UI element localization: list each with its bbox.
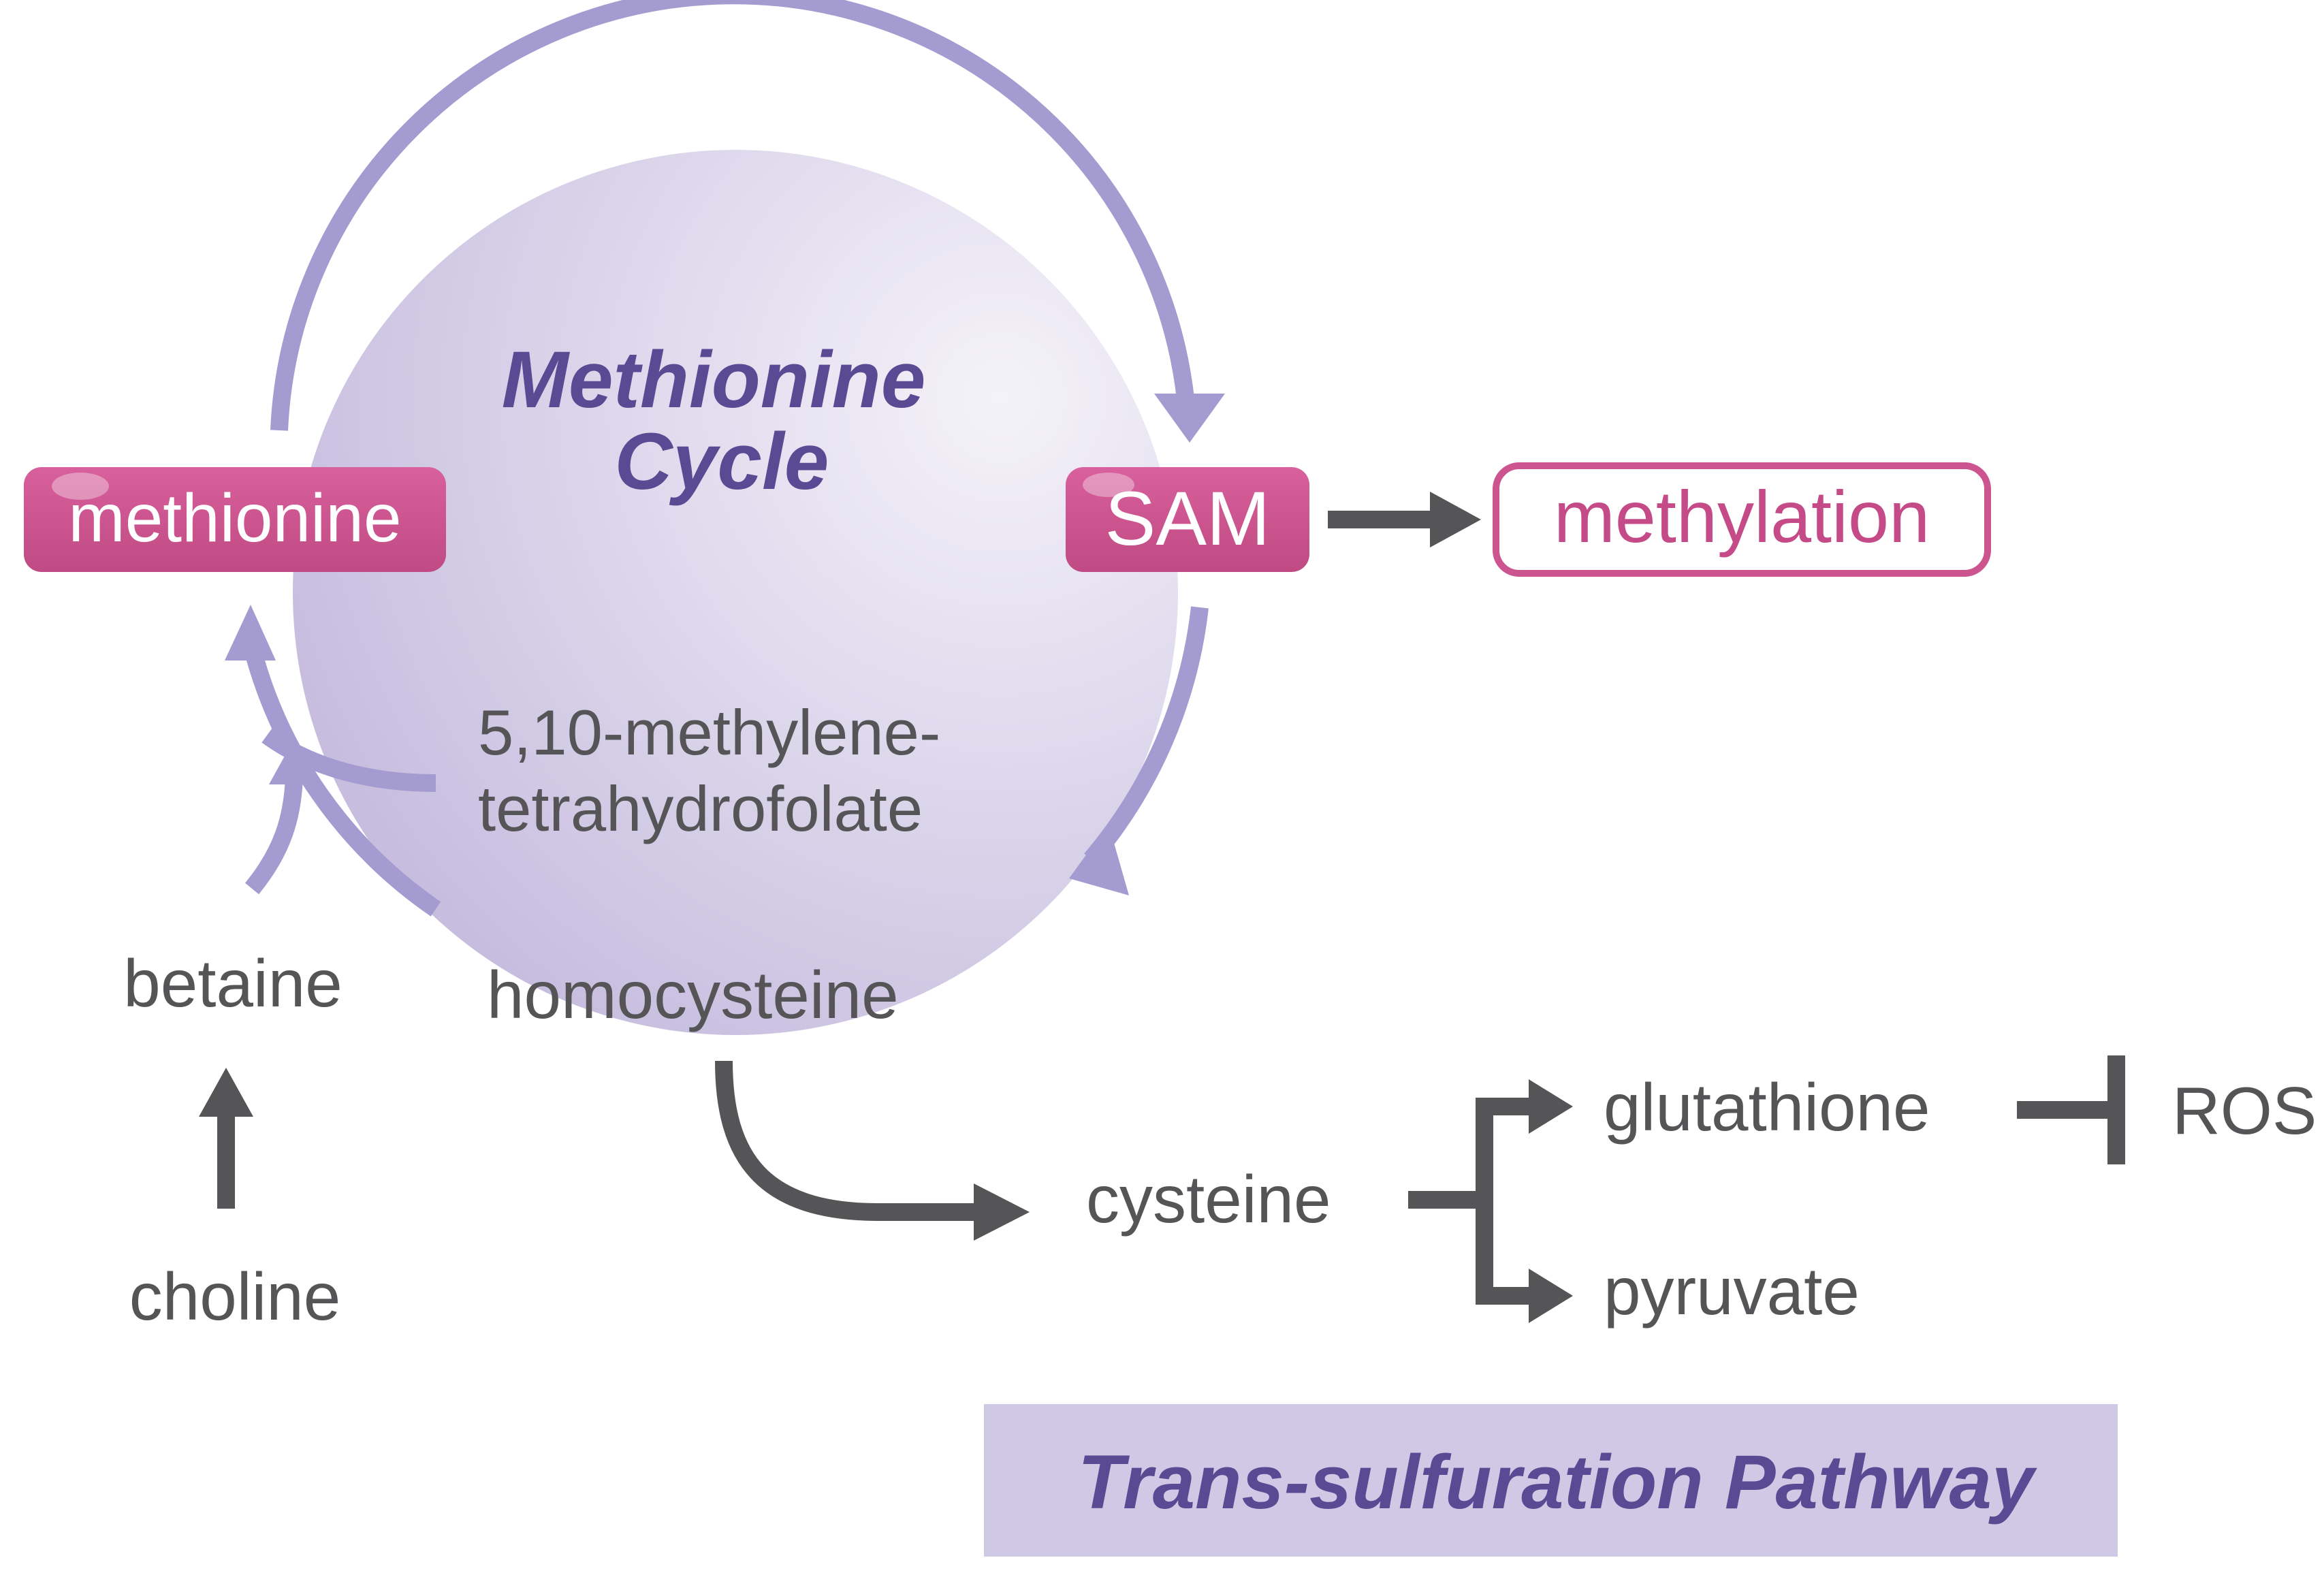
arrow-choline-to-betaine-icon [199, 1068, 253, 1117]
methylation-box: methylation [1493, 462, 1991, 577]
mthf-label-line2: tetrahydrofolate [478, 773, 923, 844]
arrow-to-cysteine-icon [974, 1183, 1030, 1241]
arc-methionine-to-sam [270, 0, 1194, 431]
cycle-title-line1: Methionine [502, 335, 926, 425]
cycle-disc [293, 150, 1178, 1035]
methionine-pill: methionine [24, 467, 446, 572]
cycle-title-line2: Cycle [615, 417, 829, 507]
arc-mthf-to-methionine [261, 728, 436, 792]
pyruvate-label: pyruvate [1604, 1254, 1860, 1329]
transsulfuration-banner: Trans-sulfuration Pathway [984, 1404, 2118, 1557]
choline-label: choline [129, 1259, 341, 1334]
arc-betaine-to-methionine [244, 776, 303, 895]
arrowhead-to-homocysteine-icon [1069, 824, 1129, 895]
betaine-label: betaine [123, 946, 343, 1021]
methylation-label: methylation [1554, 475, 1930, 558]
glutathione-label: glutathione [1604, 1070, 1930, 1145]
arrow-to-pyruvate-icon [1529, 1269, 1573, 1323]
arrowhead-betaine-branch-icon [269, 739, 320, 784]
arc-sam-to-homocysteine [1084, 606, 1209, 865]
mthf-label-line1: 5,10-methylene- [478, 697, 940, 768]
arrowhead-to-methionine-icon [225, 605, 276, 661]
arrowhead-to-sam-icon [1154, 394, 1225, 443]
arrow-sam-to-methylation-icon [1430, 492, 1481, 547]
homocysteine-label: homocysteine [487, 957, 899, 1032]
arrow-to-glutathione-icon [1529, 1079, 1573, 1134]
methionine-label: methionine [68, 480, 401, 556]
cysteine-label: cysteine [1086, 1162, 1331, 1237]
sam-label: SAM [1105, 476, 1271, 561]
sam-pill: SAM [1066, 467, 1309, 572]
ros-label: ROS [2172, 1073, 2317, 1148]
transsulfuration-title: Trans-sulfuration Pathway [1078, 1439, 2037, 1525]
arc-homocysteine-to-methionine [243, 644, 441, 917]
